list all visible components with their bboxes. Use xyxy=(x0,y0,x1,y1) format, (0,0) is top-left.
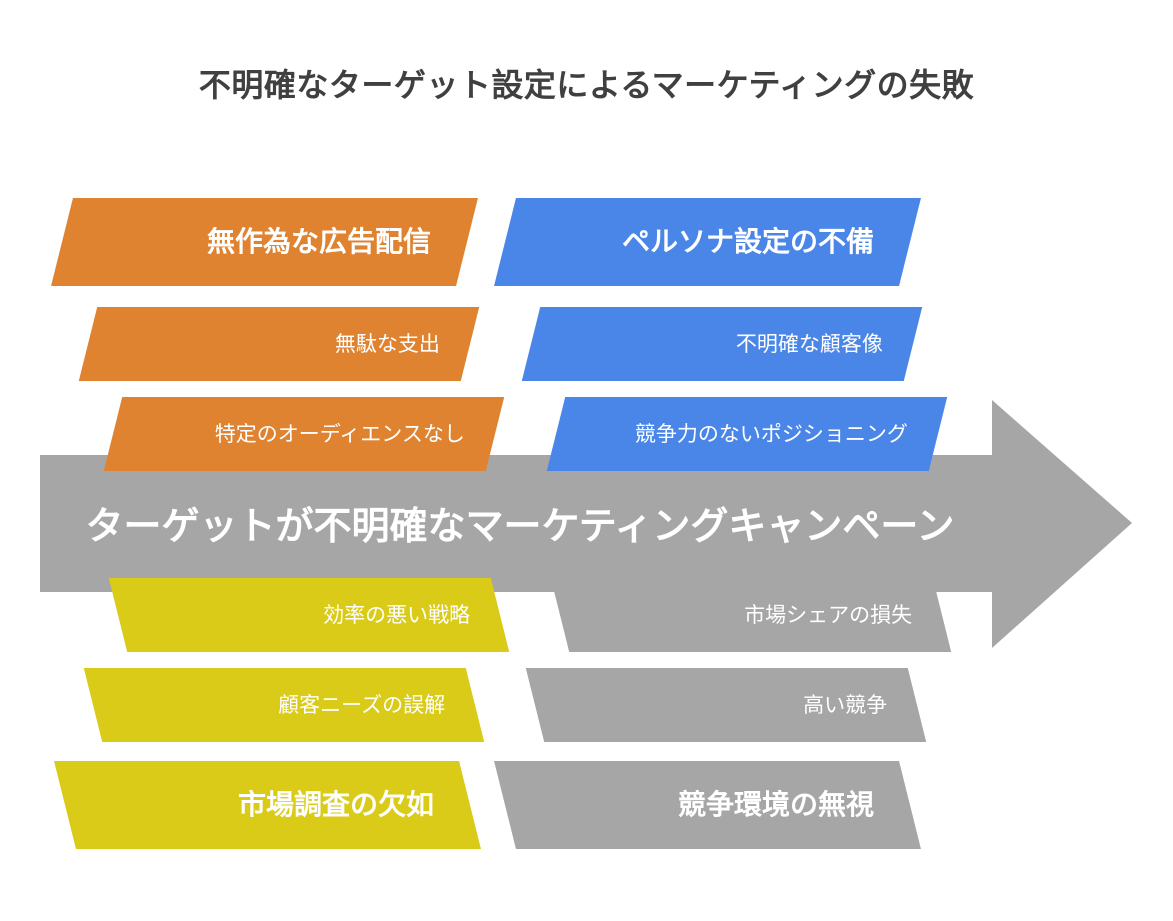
band-upper-right-heading[interactable]: ペルソナ設定の不備 xyxy=(494,198,921,286)
band-lower-left-row2[interactable]: 顧客ニーズの誤解 xyxy=(83,668,485,742)
band-lower-right-row1[interactable]: 市場シェアの損失 xyxy=(550,578,952,652)
band-label: 無作為な広告配信 xyxy=(206,226,431,257)
band-label: 競争力のないポジショニング xyxy=(635,422,908,446)
band-upper-left-row3[interactable]: 特定のオーディエンスなし xyxy=(103,397,505,471)
band-lower-right-heading[interactable]: 競争環境の無視 xyxy=(494,761,921,849)
band-upper-left-heading[interactable]: 無作為な広告配信 xyxy=(51,198,478,286)
band-upper-left-row2[interactable]: 無駄な支出 xyxy=(78,307,480,381)
band-label: 特定のオーディエンスなし xyxy=(214,422,465,446)
band-label: 不明確な顧客像 xyxy=(736,332,883,356)
band-label: 無駄な支出 xyxy=(335,332,440,356)
band-upper-right-row2[interactable]: 不明確な顧客像 xyxy=(521,307,923,381)
band-label: 市場調査の欠如 xyxy=(237,789,434,820)
band-label: 効率の悪い戦略 xyxy=(323,603,470,627)
band-lower-left-row1[interactable]: 効率の悪い戦略 xyxy=(108,578,510,652)
band-label: ペルソナ設定の不備 xyxy=(621,226,874,257)
band-label: 高い競争 xyxy=(803,693,887,717)
band-label: 市場シェアの損失 xyxy=(744,603,912,627)
band-lower-left-heading[interactable]: 市場調査の欠如 xyxy=(54,761,481,849)
band-label: 顧客ニーズの誤解 xyxy=(278,693,445,717)
band-lower-right-row2[interactable]: 高い競争 xyxy=(525,668,927,742)
band-upper-right-row3[interactable]: 競争力のないポジショニング xyxy=(546,397,948,471)
band-label: 競争環境の無視 xyxy=(677,789,874,820)
page-title: 不明確なターゲット設定によるマーケティングの失敗 xyxy=(198,67,975,103)
arrow-label: ターゲットが不明確なマーケティングキャンペーン xyxy=(85,506,955,548)
